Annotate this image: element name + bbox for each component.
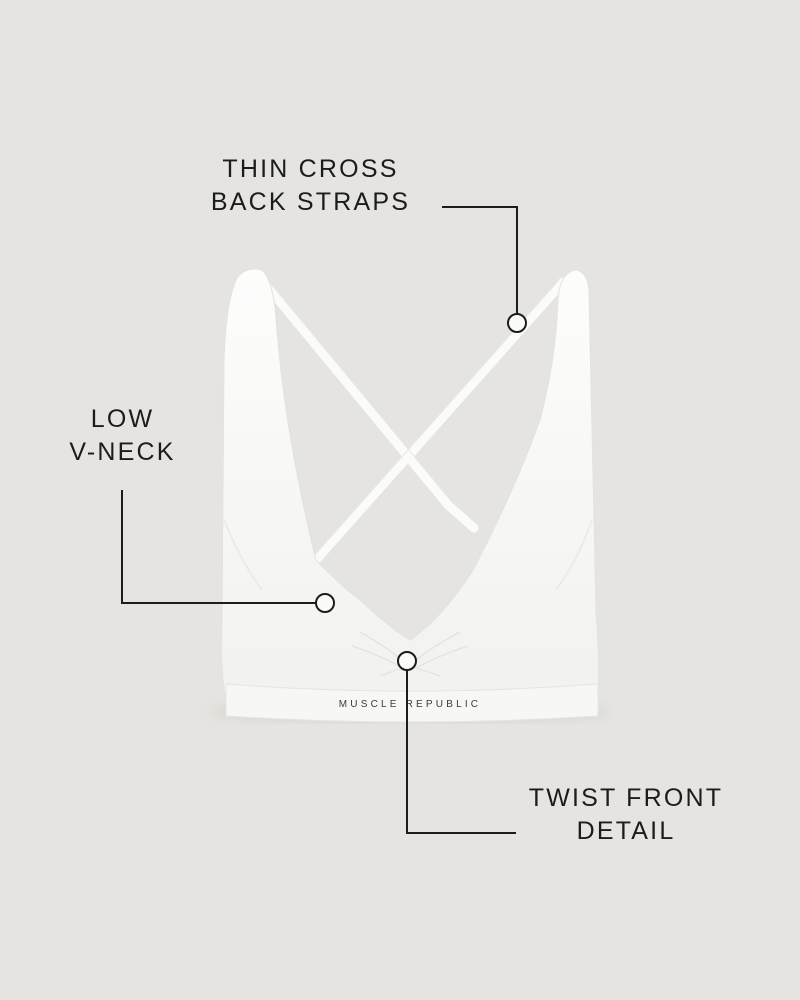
twist-marker — [397, 651, 417, 671]
vneck-label-line-2: V-NECK — [69, 438, 176, 466]
vneck-marker — [315, 593, 335, 613]
callout-lines — [121, 206, 518, 834]
twist-callout-label: TWIST FRONT DETAIL — [520, 782, 732, 848]
straps-label-line-1: THIN CROSS — [222, 155, 399, 183]
twist-leader-line — [406, 670, 516, 834]
straps-leader-line — [442, 206, 518, 314]
vneck-leader-line — [121, 490, 316, 604]
vneck-label-line-1: LOW — [90, 405, 155, 433]
twist-label-line-1: TWIST FRONT — [528, 784, 724, 812]
bra-body — [221, 268, 600, 717]
underband — [225, 683, 599, 723]
straps-label-line-2: BACK STRAPS — [210, 188, 411, 216]
straps-marker — [507, 313, 527, 333]
brand-print: MUSCLE REPUBLIC — [339, 699, 481, 710]
vneck-callout-label: LOW V-NECK — [60, 403, 185, 469]
straps-callout-label: THIN CROSS BACK STRAPS — [208, 153, 413, 219]
twist-label-line-2: DETAIL — [576, 817, 676, 845]
